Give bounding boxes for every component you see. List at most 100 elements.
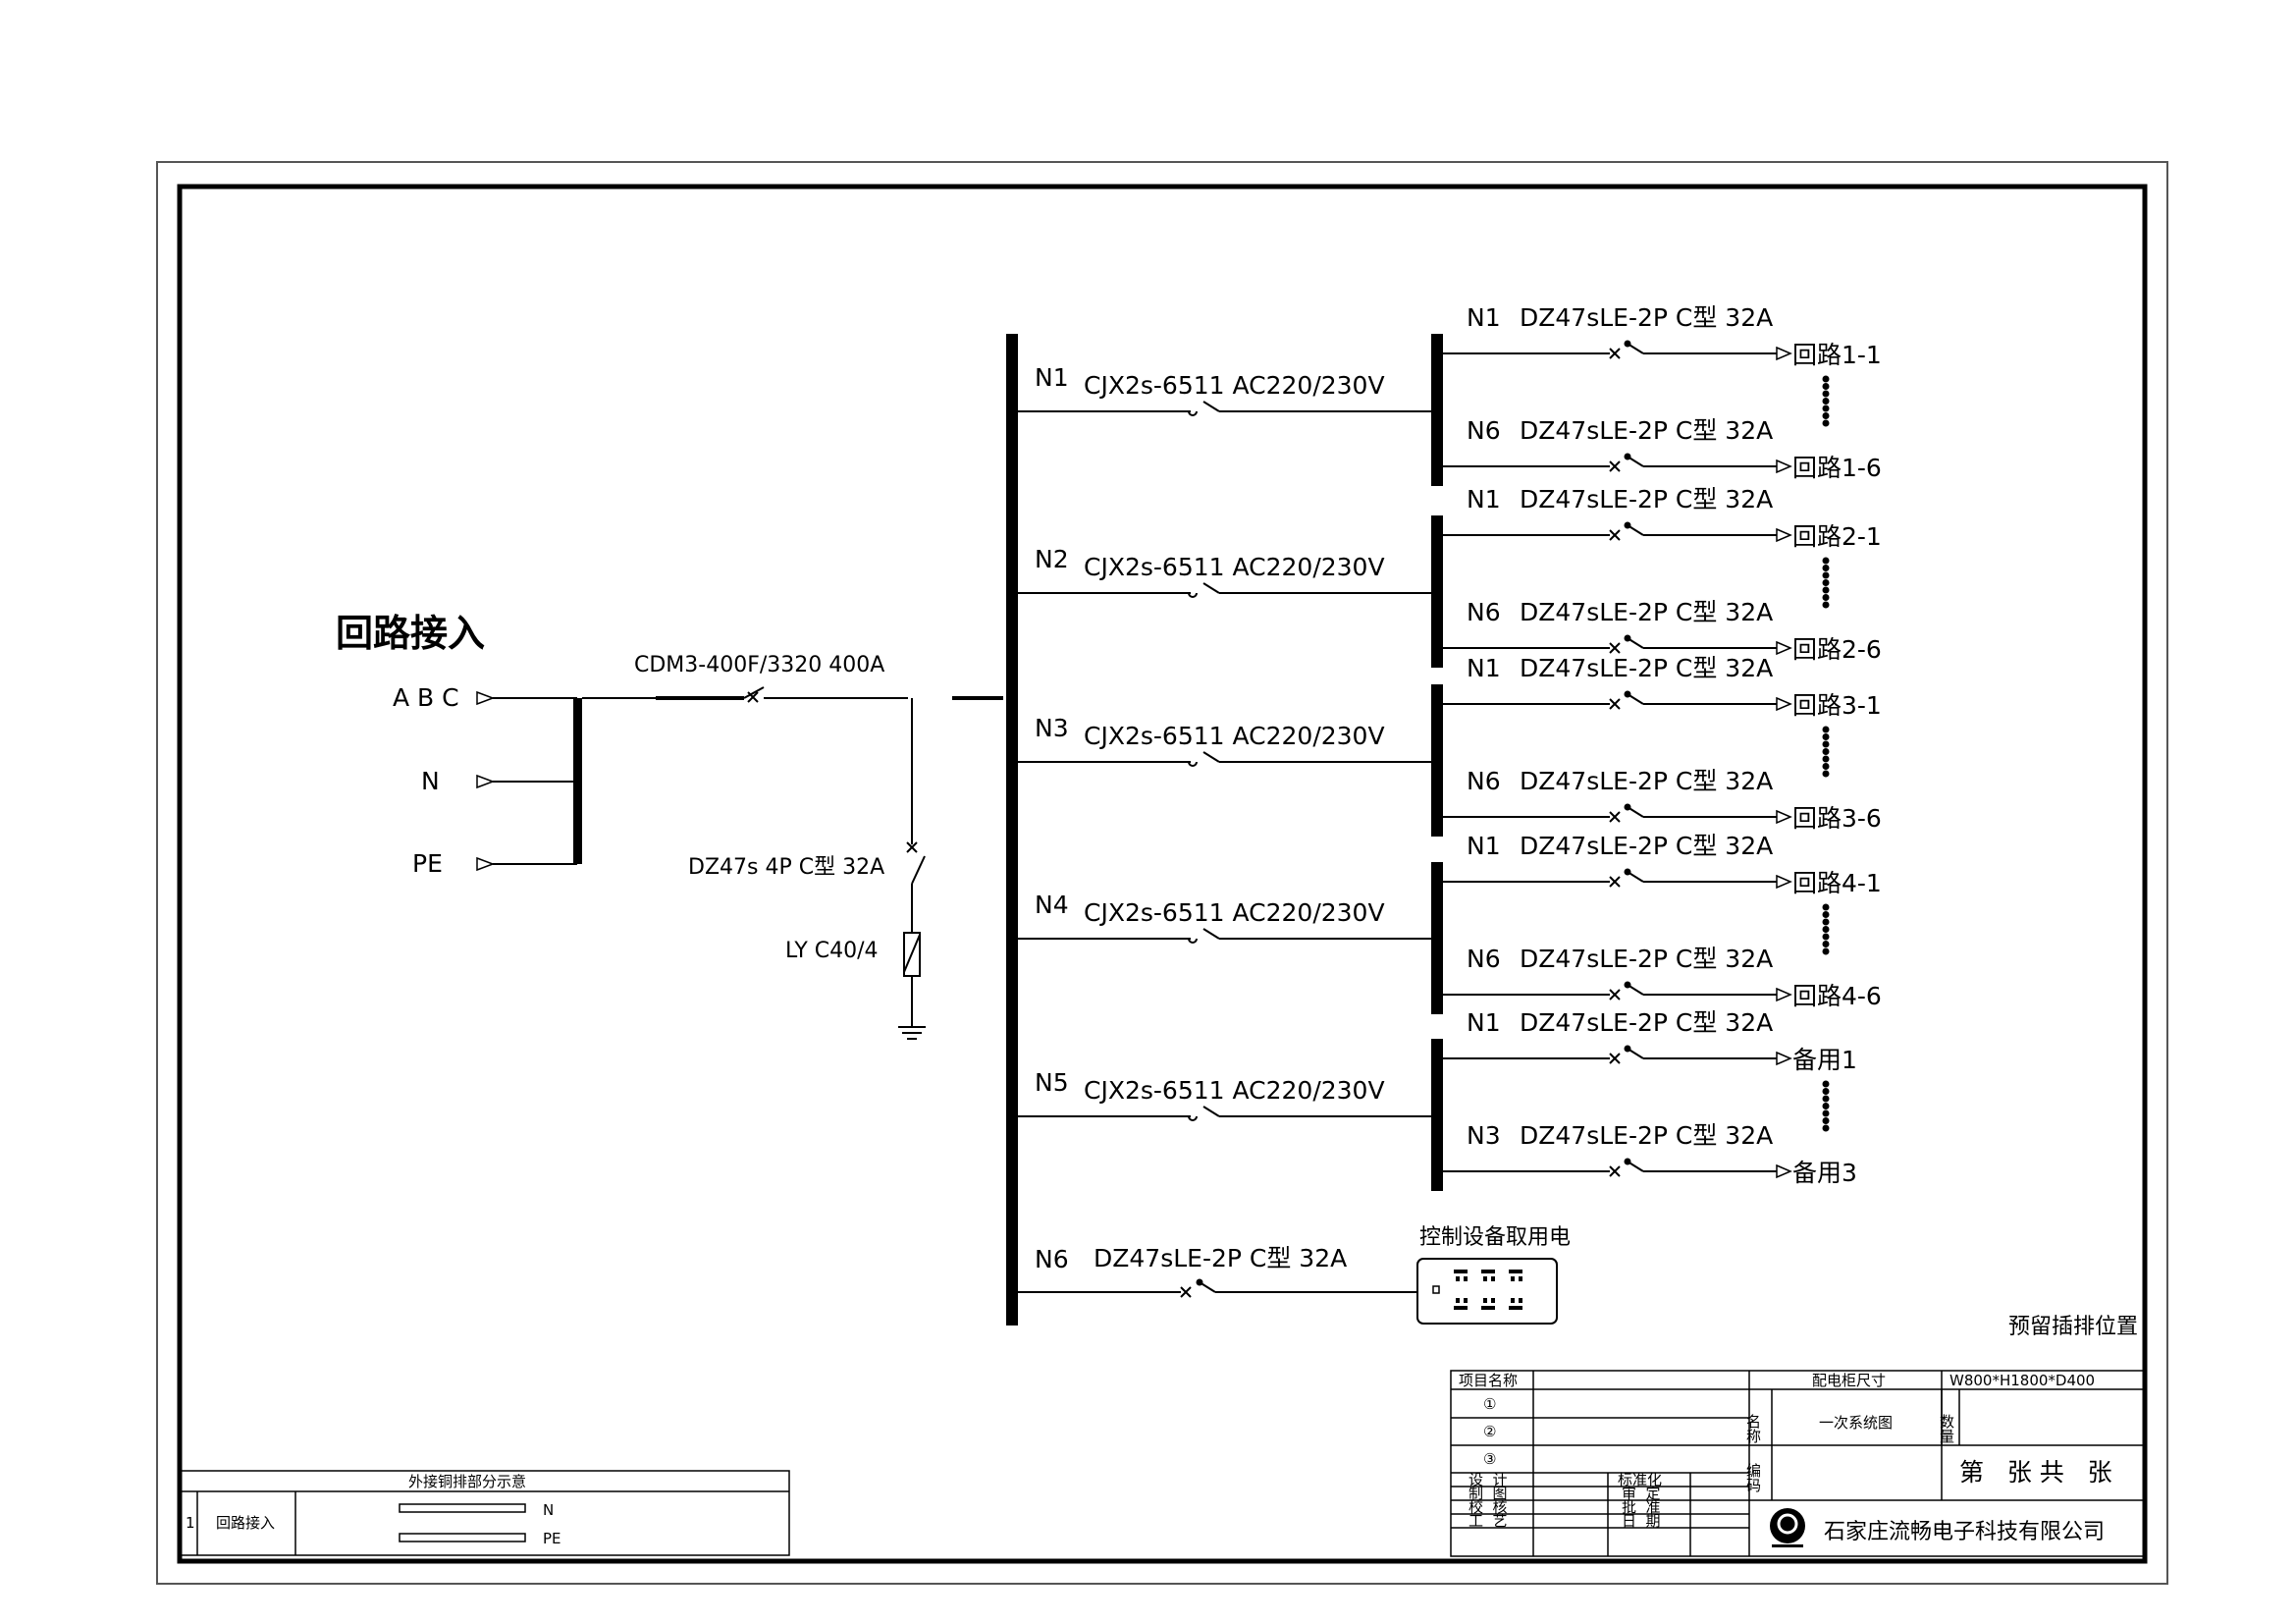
spd-branch	[898, 698, 926, 1040]
branch-breaker-label: DZ47sLE-2P C型 32A	[1520, 485, 1773, 514]
branch-breaker-label: DZ47sLE-2P C型 32A	[1520, 303, 1773, 332]
contactor-symbol	[1018, 582, 1431, 598]
branch-breaker-symbol	[1443, 1045, 1792, 1066]
branch-output-label: 回路2-1	[1792, 522, 1882, 551]
tb-role-check: 校 核	[1468, 1498, 1508, 1516]
inner-frame	[177, 184, 2148, 1564]
branch-output-label: 回路1-6	[1792, 454, 1882, 482]
company-logo-icon	[1770, 1508, 1805, 1547]
contactor-model: CJX2s-6511 AC220/230V	[1084, 1076, 1385, 1105]
tb-name-value: 一次系统图	[1819, 1414, 1893, 1432]
control-device-label: 控制设备取用电	[1419, 1225, 1571, 1250]
tb-role-process: 工 艺	[1468, 1512, 1508, 1530]
branch-id: N1	[1467, 654, 1501, 682]
contactor-id: N4	[1035, 891, 1069, 919]
branch-breaker-label: DZ47sLE-2P C型 32A	[1520, 767, 1773, 795]
contactor-symbol	[1018, 401, 1431, 416]
branch-id: N1	[1467, 303, 1501, 332]
contactor-symbol	[1018, 928, 1431, 944]
contactor-model: CJX2s-6511 AC220/230V	[1084, 898, 1385, 927]
contactor-row: N2 CJX2s-6511 AC220/230V	[1018, 545, 1431, 598]
copper-row-number: 1	[186, 1514, 195, 1532]
input-busbar	[573, 698, 582, 864]
copper-bar-table	[180, 1470, 790, 1556]
branch-busbar	[1431, 862, 1443, 1014]
branch-output-label: 回路3-1	[1792, 691, 1882, 720]
branch-breaker-label: DZ47sLE-2P C型 32A	[1520, 1008, 1773, 1037]
branch-breaker-symbol	[1443, 1158, 1792, 1179]
control-row-id: N6	[1035, 1245, 1069, 1273]
branch-output-label: 回路4-6	[1792, 982, 1882, 1010]
reserve-socket-note: 预留插排位置	[2008, 1315, 2138, 1339]
copper-table-title: 外接铜排部分示意	[408, 1473, 526, 1490]
branch-breaker-label: DZ47sLE-2P C型 32A	[1520, 598, 1773, 626]
control-row-breaker: DZ47sLE-2P C型 32A	[1094, 1244, 1347, 1272]
tb-size-label: 配电柜尺寸	[1812, 1372, 1886, 1389]
contactor-model: CJX2s-6511 AC220/230V	[1084, 722, 1385, 750]
input-label-n: N	[421, 767, 440, 795]
contactor-row: N1 CJX2s-6511 AC220/230V	[1018, 363, 1431, 416]
branch-id: N3	[1467, 1121, 1501, 1150]
branch-output-label: 回路2-6	[1792, 635, 1882, 664]
tb-circle-1: ①	[1483, 1395, 1496, 1413]
main-breaker-symbol	[743, 686, 908, 703]
branch-id: N1	[1467, 1008, 1501, 1037]
tb-role-review: 审 定	[1622, 1485, 1661, 1502]
contactor-row: N5 CJX2s-6511 AC220/230V	[1018, 1068, 1431, 1121]
branch-busbar	[1431, 684, 1443, 837]
company-name: 石家庄流畅电子科技有限公司	[1824, 1520, 2105, 1544]
contactor-id: N1	[1035, 363, 1069, 392]
contactor-row: N4 CJX2s-6511 AC220/230V	[1018, 891, 1431, 944]
branch-busbar	[1431, 515, 1443, 668]
contactor-id: N5	[1035, 1068, 1069, 1097]
main-breaker-label: CDM3-400F/3320 400A	[634, 653, 884, 677]
outer-frame	[156, 161, 2168, 1585]
branch-breaker-label: DZ47sLE-2P C型 32A	[1520, 654, 1773, 682]
spd-label: LY C40/4	[785, 939, 879, 963]
branch-output-label: 回路4-1	[1792, 869, 1882, 897]
branch-output-label: 备用1	[1792, 1046, 1857, 1074]
input-label-abc: A B C	[393, 683, 459, 712]
contactor-model: CJX2s-6511 AC220/230V	[1084, 371, 1385, 400]
tb-role-approve: 批 准	[1622, 1498, 1661, 1516]
contactor-model: CJX2s-6511 AC220/230V	[1084, 553, 1385, 581]
main-busbar	[1006, 334, 1018, 1325]
branch-breaker-label: DZ47sLE-2P C型 32A	[1520, 416, 1773, 445]
continuation-dots	[1822, 903, 1830, 955]
tb-qty-label: 数量	[1938, 1414, 1955, 1443]
branch-output-label: 回路1-1	[1792, 341, 1882, 369]
tb-role-standard: 标准化	[1618, 1471, 1662, 1488]
copper-bar-pe-label: PE	[543, 1530, 561, 1547]
branch-id: N1	[1467, 832, 1501, 860]
tb-code-label: 编码	[1744, 1463, 1762, 1492]
branch-output-label: 回路3-6	[1792, 804, 1882, 833]
tb-sheet-count: 第 张 共 张	[1959, 1458, 2112, 1487]
copper-bar-n-label: N	[543, 1501, 554, 1519]
tb-circle-2: ②	[1483, 1423, 1496, 1440]
branch-breaker-symbol	[1443, 634, 1792, 656]
branch-breaker-symbol	[1443, 340, 1792, 361]
branch-breaker-label: DZ47sLE-2P C型 32A	[1520, 945, 1773, 973]
continuation-dots	[1822, 557, 1830, 609]
branch-output-label: 备用3	[1792, 1159, 1857, 1187]
contactor-id: N2	[1035, 545, 1069, 573]
tb-role-draw: 制 图	[1468, 1485, 1508, 1502]
diagram-title: 回路接入	[336, 612, 485, 655]
branch-busbar	[1431, 1039, 1443, 1191]
branch-breaker-label: DZ47sLE-2P C型 32A	[1520, 832, 1773, 860]
branch-breaker-symbol	[1443, 453, 1792, 474]
input-label-pe: PE	[412, 849, 443, 878]
tb-role-design: 设 计	[1468, 1471, 1508, 1488]
branch-breaker-label: DZ47sLE-2P C型 32A	[1520, 1121, 1773, 1150]
tb-name-label: 名称	[1744, 1414, 1762, 1444]
control-power-row: N6 DZ47sLE-2P C型 32A 控制设备取用电	[1018, 1225, 1571, 1325]
branch-id: N6	[1467, 416, 1501, 445]
tb-role-date: 日 期	[1622, 1512, 1661, 1530]
tb-project-name: 项目名称	[1459, 1372, 1518, 1389]
